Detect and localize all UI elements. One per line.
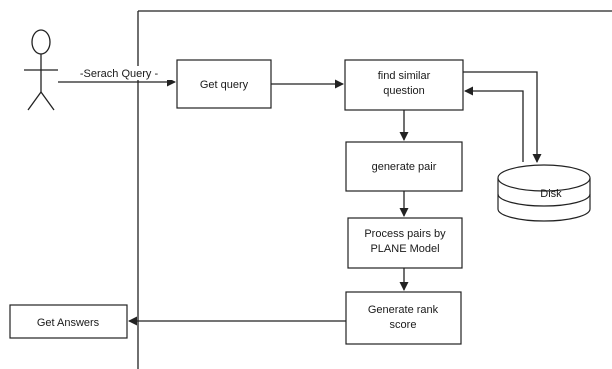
search-query-label: -Serach Query - — [80, 68, 159, 80]
generate-rank-label-1: Generate rank — [368, 304, 439, 316]
find-similar-label-1: find similar — [378, 70, 431, 82]
get-query-label: Get query — [200, 79, 249, 91]
process-pairs-label-2: PLANE Model — [370, 243, 439, 255]
user-actor-icon — [24, 29, 58, 111]
generate-rank-box — [345, 291, 462, 345]
get-answers-label: Get Answers — [37, 317, 100, 329]
process-pairs-box — [347, 217, 463, 269]
edge-disk-to-find — [464, 86, 524, 162]
find-similar-label-2: question — [383, 85, 425, 97]
disk-database-icon — [497, 164, 591, 222]
generate-pair-box — [345, 141, 463, 192]
generate-rank-label-2: score — [390, 319, 417, 331]
edge-find-to-disk — [463, 71, 542, 163]
generate-pair-label: generate pair — [372, 161, 437, 173]
disk-label: Disk — [540, 188, 562, 200]
edge-label-bg — [66, 66, 174, 80]
find-similar-box — [344, 59, 464, 111]
process-pairs-label-1: Process pairs by — [364, 228, 446, 240]
get-answers-box — [9, 304, 128, 339]
